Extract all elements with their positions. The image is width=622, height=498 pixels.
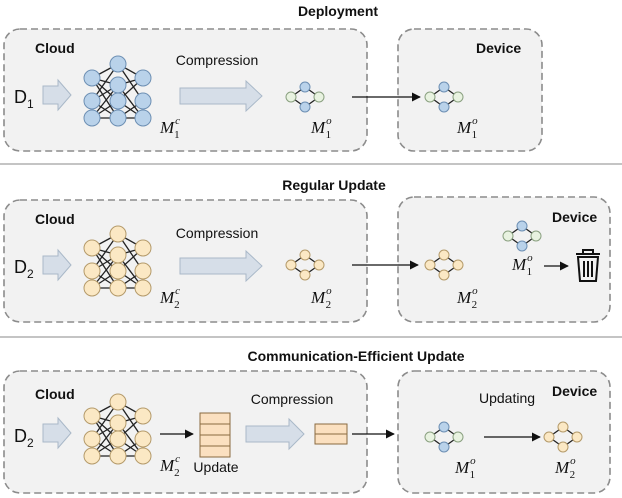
device-new-model-network bbox=[424, 249, 464, 281]
svg-text:Mc1: Mc1 bbox=[159, 115, 180, 141]
device-box bbox=[397, 370, 611, 494]
device-box bbox=[397, 28, 543, 152]
compression-arrow bbox=[245, 417, 305, 451]
compression-label: Compression bbox=[176, 225, 258, 241]
cloud-model-network bbox=[83, 55, 152, 127]
device-label: Device bbox=[552, 383, 597, 399]
svg-text:Mo1: Mo1 bbox=[310, 115, 332, 141]
input-arrow bbox=[42, 248, 72, 282]
data-label: D1 bbox=[14, 87, 34, 111]
cloud-label: Cloud bbox=[35, 211, 75, 227]
svg-text:Mo2: Mo2 bbox=[310, 285, 332, 311]
svg-text:Mo1: Mo1 bbox=[511, 252, 533, 278]
svg-text:D1: D1 bbox=[14, 87, 34, 111]
section-title: Regular Update bbox=[282, 177, 386, 193]
update-block-stack bbox=[199, 412, 231, 458]
device-model-network bbox=[424, 81, 464, 113]
section-deployment: Deployment Cloud Device D1 bbox=[3, 3, 543, 152]
data-label: D2 bbox=[14, 257, 34, 281]
device-box bbox=[397, 196, 611, 323]
svg-text:Mo2: Mo2 bbox=[456, 285, 478, 311]
cloud-label: Cloud bbox=[35, 40, 75, 56]
compressed-model-network bbox=[285, 81, 325, 113]
compression-label: Compression bbox=[251, 391, 333, 407]
svg-text:Mo2: Mo2 bbox=[554, 455, 576, 481]
updating-label: Updating bbox=[479, 390, 535, 406]
cloud-model-network bbox=[83, 393, 152, 465]
svg-text:Mo1: Mo1 bbox=[454, 455, 476, 481]
section-title: Deployment bbox=[298, 3, 378, 19]
input-arrow bbox=[42, 78, 72, 112]
compression-arrow bbox=[179, 79, 263, 113]
compression-arrow bbox=[179, 249, 263, 283]
device-old-model-network bbox=[502, 220, 542, 252]
device-old-model-network bbox=[424, 421, 464, 453]
cloud-label: Cloud bbox=[35, 386, 75, 402]
compressed-model-network bbox=[285, 249, 325, 281]
data-label: D2 bbox=[14, 426, 34, 450]
trash-icon bbox=[576, 249, 600, 282]
update-label: Update bbox=[193, 459, 238, 475]
svg-text:Mo1: Mo1 bbox=[456, 115, 478, 141]
cloud-model-network bbox=[83, 225, 152, 297]
section-title: Communication-Efficient Update bbox=[247, 348, 464, 364]
section-regular-update: Regular Update Cloud Device D2 bbox=[3, 177, 611, 323]
section-communication-efficient-update: Communication-Efficient Update Cloud Dev… bbox=[3, 348, 611, 494]
svg-text:Mc2: Mc2 bbox=[159, 285, 180, 311]
input-arrow bbox=[42, 416, 72, 450]
compression-label: Compression bbox=[176, 52, 258, 68]
svg-text:D2: D2 bbox=[14, 426, 34, 450]
device-label: Device bbox=[476, 40, 521, 56]
device-label: Device bbox=[552, 209, 597, 225]
compressed-update-block bbox=[314, 423, 348, 445]
svg-text:D2: D2 bbox=[14, 257, 34, 281]
device-new-model-network bbox=[543, 421, 583, 453]
svg-text:Mc2: Mc2 bbox=[159, 453, 180, 479]
